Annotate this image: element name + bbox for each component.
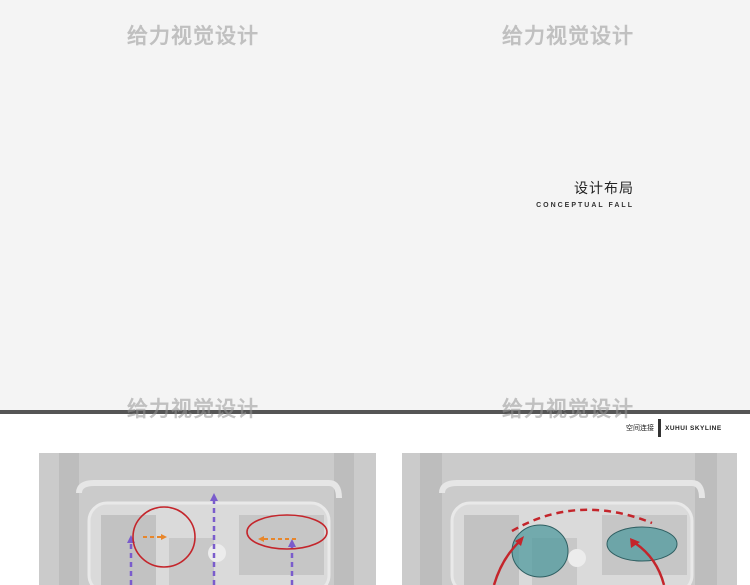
- caption-en: XUHUI SKYLINE: [665, 424, 722, 432]
- divider-rule: [0, 410, 750, 414]
- caption-cn: 空间连接: [626, 424, 654, 432]
- section-title-cn: 设计布局: [574, 181, 634, 197]
- panel-caption: 空间连接 XUHUI SKYLINE: [626, 419, 722, 437]
- watermark: 给力视觉设计: [502, 397, 634, 421]
- section-title: 设计布局 CONCEPTUAL FALL: [536, 178, 634, 209]
- watermark: 给力视觉设计: [127, 24, 259, 48]
- watermark: 给力视觉设计: [127, 397, 259, 421]
- site-plan-flows: [39, 453, 376, 585]
- section-title-en: CONCEPTUAL FALL: [536, 202, 634, 209]
- watermark: 给力视觉设计: [502, 24, 634, 48]
- site-plan-zones: [402, 453, 737, 585]
- caption-divider: [658, 419, 661, 437]
